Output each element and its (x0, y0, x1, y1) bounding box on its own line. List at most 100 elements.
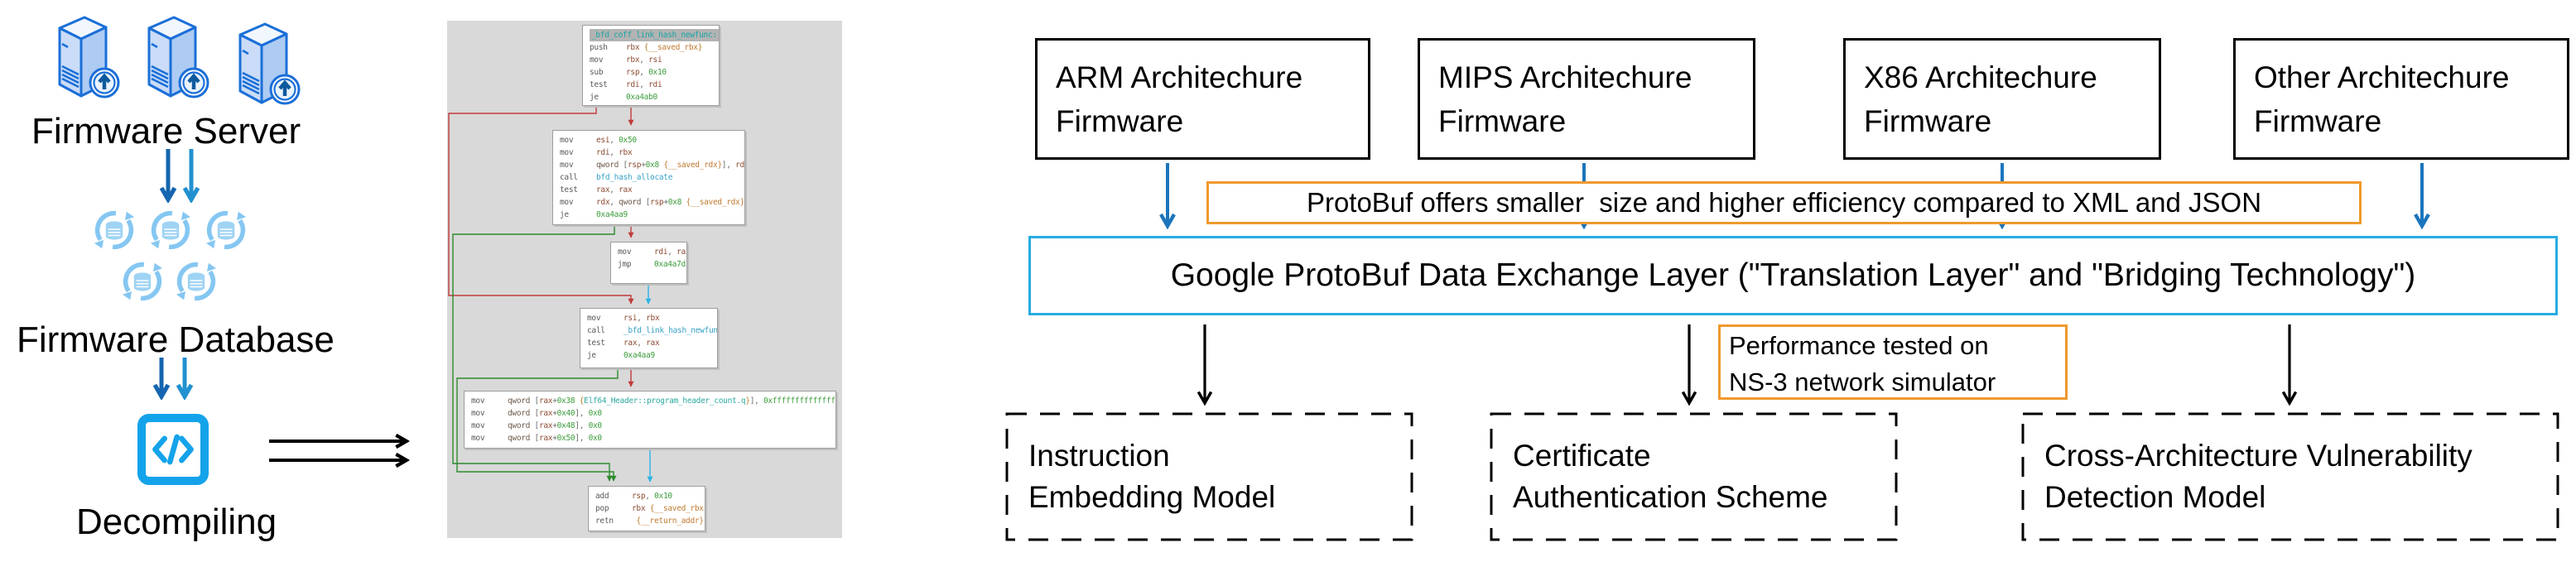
asm-token: {__saved_rbx} (643, 43, 703, 52)
asm-token: , (667, 247, 677, 257)
asm-token: rsp (650, 198, 664, 207)
asm-token: , (637, 339, 647, 348)
decompiling-label: Decompiling (76, 502, 277, 542)
asm-token: rax (677, 247, 686, 257)
asm-token: mov (471, 409, 485, 418)
asm-token: qword (508, 421, 535, 430)
arch-box-line1: ARM Architechure (1056, 60, 1303, 94)
firmware-database-label: Firmware Database (17, 319, 335, 360)
asm-token: je (560, 210, 569, 219)
firmware-server-label: Firmware Server (31, 111, 301, 151)
server-icon (147, 16, 209, 98)
asm-token: qword (508, 434, 535, 443)
asm-token: pop (595, 504, 609, 513)
cfg-edges (448, 106, 653, 483)
asm-token: rdi (654, 247, 668, 257)
arch-box-line2: Firmware (1864, 103, 1992, 138)
arch-box-line1: Other Architechure (2254, 60, 2510, 94)
asm-token: call (587, 326, 605, 335)
asm-line: je 0xa4ab0 (590, 91, 719, 103)
arch-box-x86: X86 Architechure Firmware (1843, 38, 2161, 160)
certificate-model-box: Certificate Authentication Scheme (1491, 414, 1896, 540)
asm-token: {__saved_rbx} (649, 504, 705, 513)
asm-line: call_bfd_link_hash_newfunc (587, 324, 717, 337)
asm-token: rbx (619, 148, 633, 157)
asm-token: 0xa4ab0 (626, 93, 657, 102)
protobuf-note: ProtoBuf offers smaller size and higher … (1206, 181, 2362, 224)
database-icon (150, 210, 191, 250)
asm-token: rsp (627, 161, 642, 170)
asm-token: 0x48 (556, 421, 575, 430)
asm-token: push (590, 43, 608, 52)
asm-token: qword (619, 198, 646, 207)
asm-token: 0x10 (648, 68, 667, 77)
asm-token: add (595, 492, 609, 501)
asm-token: {__saved_rdx} (686, 198, 744, 207)
asm-token: , (639, 55, 649, 65)
asm-token: rax (538, 409, 553, 418)
ns3-note-line1: Performance tested on (1729, 331, 1989, 360)
asm-token: rax (646, 339, 660, 348)
model-box-line2: Embedding Model (1028, 480, 1276, 514)
asm-token: mov (560, 148, 574, 157)
asm-token: + (552, 434, 557, 443)
asm-token: mov (471, 421, 485, 430)
asm-token: rsi (648, 55, 662, 65)
model-box-line1: Cross-Architecture Vulnerability (2044, 439, 2472, 473)
protobuf-layer-box: Google ProtoBuf Data Exchange Layer ("Tr… (1028, 236, 2558, 315)
asm-token: 0x50 (619, 136, 637, 145)
asm-token: , (609, 198, 619, 207)
model-box-line1: Instruction (1028, 439, 1170, 473)
asm-token: je (587, 351, 596, 360)
asm-token: rdi (626, 80, 640, 89)
database-icon (94, 210, 135, 250)
database-icon (122, 262, 163, 301)
database-icon (205, 210, 247, 250)
crossarch-model-border (2021, 412, 2559, 541)
asm-token: mov (560, 136, 574, 145)
asm-token: mov (587, 314, 601, 323)
model-box-line2: Authentication Scheme (1513, 480, 1828, 514)
asm-token: , (637, 314, 647, 323)
asm-token: test (590, 80, 608, 89)
instruction-model-border (1005, 412, 1413, 541)
asm-token: [ (534, 409, 540, 418)
arch-box-line2: Firmware (2254, 103, 2382, 138)
asm-token: , (639, 80, 649, 89)
asm-token: 0x8 (645, 161, 660, 170)
asm-token: 0x0 (588, 421, 603, 430)
asm-token: rbx (626, 55, 640, 65)
asm-token: rdx (735, 161, 744, 170)
asm-token: {__saved_rdx} (663, 161, 722, 170)
server-icon (58, 16, 120, 98)
ns3-note: Performance tested on NS-3 network simul… (1718, 324, 2068, 400)
asm-token: , (639, 68, 649, 77)
asm-token: test (560, 185, 578, 195)
server-icon (238, 22, 301, 105)
asm-line: test rdi, rdi (590, 79, 719, 91)
asm-token: rax (624, 339, 638, 348)
asm-token: [ (534, 434, 540, 443)
asm-token: je (590, 93, 599, 102)
instruction-model-box: Instruction Embedding Model (1007, 414, 1412, 540)
asm-token: 0x0 (588, 434, 603, 443)
decompile-box (137, 414, 209, 485)
asm-token: , (645, 492, 655, 501)
model-box-line2: Detection Model (2044, 480, 2266, 514)
arch-box-mips: MIPS Architechure Firmware (1418, 38, 1755, 160)
asm-token: rdi (648, 80, 662, 89)
asm-token: dword (508, 409, 535, 418)
